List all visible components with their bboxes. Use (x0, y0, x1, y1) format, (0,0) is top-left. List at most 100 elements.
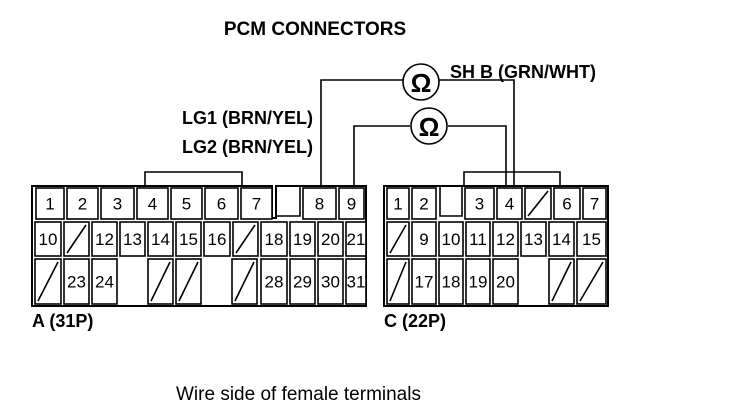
connector-a-empty-cavity (175, 258, 202, 305)
connector-c-terminal-4: 4 (496, 187, 523, 220)
svg-text:6: 6 (217, 195, 226, 214)
probe-wires (320, 79, 515, 186)
connector-c-empty-cavity (386, 221, 410, 257)
connector-a-terminal-29: 29 (289, 258, 316, 305)
connector-a-terminal-2: 2 (66, 187, 99, 220)
connector-a-empty-cavity (34, 258, 62, 305)
connector-a-terminal-14: 14 (147, 221, 174, 257)
shb-label: SH B (GRN/WHT) (450, 62, 596, 82)
svg-text:3: 3 (113, 195, 122, 214)
connector-a-terminal-3: 3 (100, 187, 135, 220)
connector-a-terminal-30: 30 (317, 258, 344, 305)
svg-text:1: 1 (45, 195, 54, 214)
connector-a-terminal-23: 23 (63, 258, 90, 305)
svg-text:20: 20 (496, 273, 515, 292)
connector-c-terminal-20: 20 (492, 258, 519, 305)
svg-text:19: 19 (293, 230, 312, 249)
svg-text:12: 12 (496, 230, 515, 249)
connector-a-label: A (31P) (32, 311, 93, 331)
connector-c-terminal-11: 11 (465, 221, 491, 257)
svg-text:7: 7 (590, 195, 599, 214)
connector-c-label: C (22P) (384, 311, 446, 331)
connector-a-terminal-8: 8 (302, 187, 337, 220)
svg-text:14: 14 (151, 230, 170, 249)
svg-text:20: 20 (321, 230, 340, 249)
svg-text:19: 19 (469, 273, 488, 292)
svg-text:4: 4 (505, 195, 514, 214)
connector-a-empty-cavity (147, 258, 174, 305)
connector-c-terminal-7: 7 (582, 187, 607, 220)
connector-a-terminal-9: 9 (338, 187, 365, 220)
connector-c-terminal-10: 10 (438, 221, 464, 257)
svg-text:23: 23 (67, 273, 86, 292)
ohmmeter-lower-icon: Ω (410, 107, 448, 145)
svg-text:9: 9 (419, 230, 428, 249)
connector-c-terminal-19: 19 (465, 258, 491, 305)
svg-text:3: 3 (475, 195, 484, 214)
connector-c-terminal-1: 1 (386, 187, 410, 220)
connector-a-terminal-18: 18 (260, 221, 288, 257)
ohmmeter-upper-icon: Ω (402, 63, 440, 101)
svg-text:12: 12 (95, 230, 114, 249)
svg-text:29: 29 (293, 273, 312, 292)
connector-c-terminal-3: 3 (464, 187, 495, 220)
svg-text:16: 16 (208, 230, 227, 249)
svg-text:10: 10 (39, 230, 58, 249)
diagram-title: PCM CONNECTORS (224, 19, 406, 40)
connector-c-terminal-15: 15 (576, 221, 607, 257)
connector-a-terminal-10: 10 (34, 221, 62, 257)
connector-a-terminal-5: 5 (170, 187, 203, 220)
connector-c-empty-cavity (548, 258, 575, 305)
connector-a-empty-cavity (232, 221, 259, 257)
svg-text:4: 4 (148, 195, 157, 214)
svg-text:Ω: Ω (419, 112, 440, 142)
svg-text:18: 18 (442, 273, 461, 292)
svg-text:21: 21 (347, 230, 366, 249)
svg-text:17: 17 (415, 273, 434, 292)
connector-a-terminal-16: 16 (203, 221, 231, 257)
connector-a-terminal-4: 4 (136, 187, 169, 220)
svg-text:5: 5 (182, 195, 191, 214)
connector-c-empty-cavity (386, 258, 410, 305)
svg-text:30: 30 (321, 273, 340, 292)
svg-text:1: 1 (393, 195, 402, 214)
connector-c-terminal-12: 12 (492, 221, 519, 257)
connector-a-terminal-7: 7 (240, 187, 273, 220)
svg-text:Ω: Ω (411, 68, 432, 98)
svg-text:24: 24 (95, 273, 114, 292)
connector-c-empty-cavity (576, 258, 607, 305)
connector-a-terminal-13: 13 (119, 221, 146, 257)
connector-a-terminal-19: 19 (289, 221, 316, 257)
svg-text:8: 8 (315, 195, 324, 214)
connector-a-terminal-21: 21 (345, 221, 367, 257)
svg-text:2: 2 (419, 195, 428, 214)
connector-c-terminal-13: 13 (520, 221, 547, 257)
lg2-label: LG2 (BRN/YEL) (182, 137, 313, 157)
connector-a-terminal-12: 12 (91, 221, 118, 257)
footer-note: Wire side of female terminals (176, 384, 421, 405)
connector-c-terminal-9: 9 (411, 221, 437, 257)
connector-c-terminal-18: 18 (438, 258, 464, 305)
connector-a-terminal-31: 31 (345, 258, 367, 305)
connector-c-terminal-17: 17 (411, 258, 437, 305)
svg-text:28: 28 (265, 273, 284, 292)
connector-a-terminal-20: 20 (317, 221, 344, 257)
svg-text:15: 15 (582, 230, 601, 249)
connector-c-terminal-2: 2 (411, 187, 437, 220)
svg-text:11: 11 (469, 230, 487, 249)
svg-text:14: 14 (552, 230, 571, 249)
connector-a-terminal-28: 28 (260, 258, 288, 305)
svg-text:6: 6 (562, 195, 571, 214)
svg-text:15: 15 (179, 230, 198, 249)
svg-text:13: 13 (524, 230, 543, 249)
connector-a-terminal-24: 24 (91, 258, 118, 305)
connector-c-terminal-6: 6 (553, 187, 581, 220)
svg-text:7: 7 (252, 195, 261, 214)
svg-text:2: 2 (78, 195, 87, 214)
svg-text:18: 18 (265, 230, 284, 249)
connector-a-terminal-15: 15 (175, 221, 202, 257)
connector-a-terminal-1: 1 (35, 187, 65, 220)
